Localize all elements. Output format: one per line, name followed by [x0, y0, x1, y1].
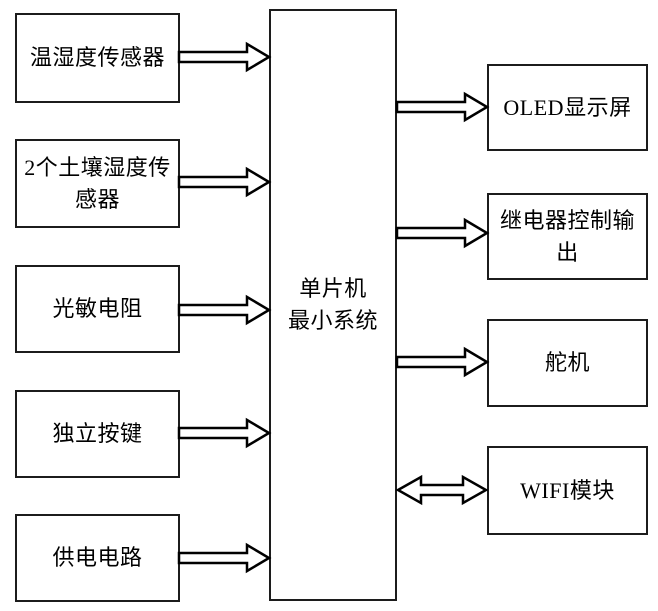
arrow-mcu-to-oled-icon: [395, 91, 490, 123]
node-independent-buttons: 独立按键: [15, 390, 180, 478]
node-photoresistor: 光敏电阻: [15, 265, 180, 353]
node-mcu-minimal-system-label: 单片机 最小系统: [287, 276, 378, 333]
arrow-power-to-mcu-icon: [177, 542, 272, 574]
node-temp-humidity-sensor: 温湿度传感器: [15, 13, 180, 103]
node-relay-control-output: 继电器控制输出: [487, 193, 648, 280]
node-servo: 舵机: [487, 319, 648, 407]
node-mcu-minimal-system: 单片机 最小系统: [269, 9, 397, 601]
node-independent-buttons-label: 独立按键: [52, 421, 143, 447]
node-oled-display: OLED显示屏: [487, 64, 648, 151]
arrow-buttons-to-mcu-icon: [177, 417, 272, 449]
node-servo-label: 舵机: [544, 350, 590, 376]
arrow-mcu-to-servo-icon: [395, 346, 490, 378]
node-power-supply-circuit-label: 供电电路: [52, 545, 143, 571]
node-photoresistor-label: 光敏电阻: [52, 296, 143, 322]
node-power-supply-circuit: 供电电路: [15, 514, 180, 602]
node-relay-control-output-label: 继电器控制输出: [499, 207, 635, 265]
node-temp-humidity-sensor-label: 温湿度传感器: [29, 45, 165, 71]
node-oled-display-label: OLED显示屏: [503, 94, 632, 120]
arrow-mcu-wifi-bidirectional-icon: [395, 474, 489, 506]
node-wifi-module: WIFI模块: [487, 446, 648, 535]
arrow-soil-moisture-to-mcu-icon: [177, 166, 272, 198]
arrow-mcu-to-relay-icon: [395, 217, 490, 249]
arrow-temp-humidity-to-mcu-icon: [177, 41, 272, 73]
node-soil-moisture-sensors-label: 2个土壤湿度传 感器: [24, 154, 171, 212]
node-soil-moisture-sensors: 2个土壤湿度传 感器: [15, 139, 180, 228]
arrow-photoresistor-to-mcu-icon: [177, 294, 272, 326]
node-wifi-module-label: WIFI模块: [520, 477, 615, 503]
